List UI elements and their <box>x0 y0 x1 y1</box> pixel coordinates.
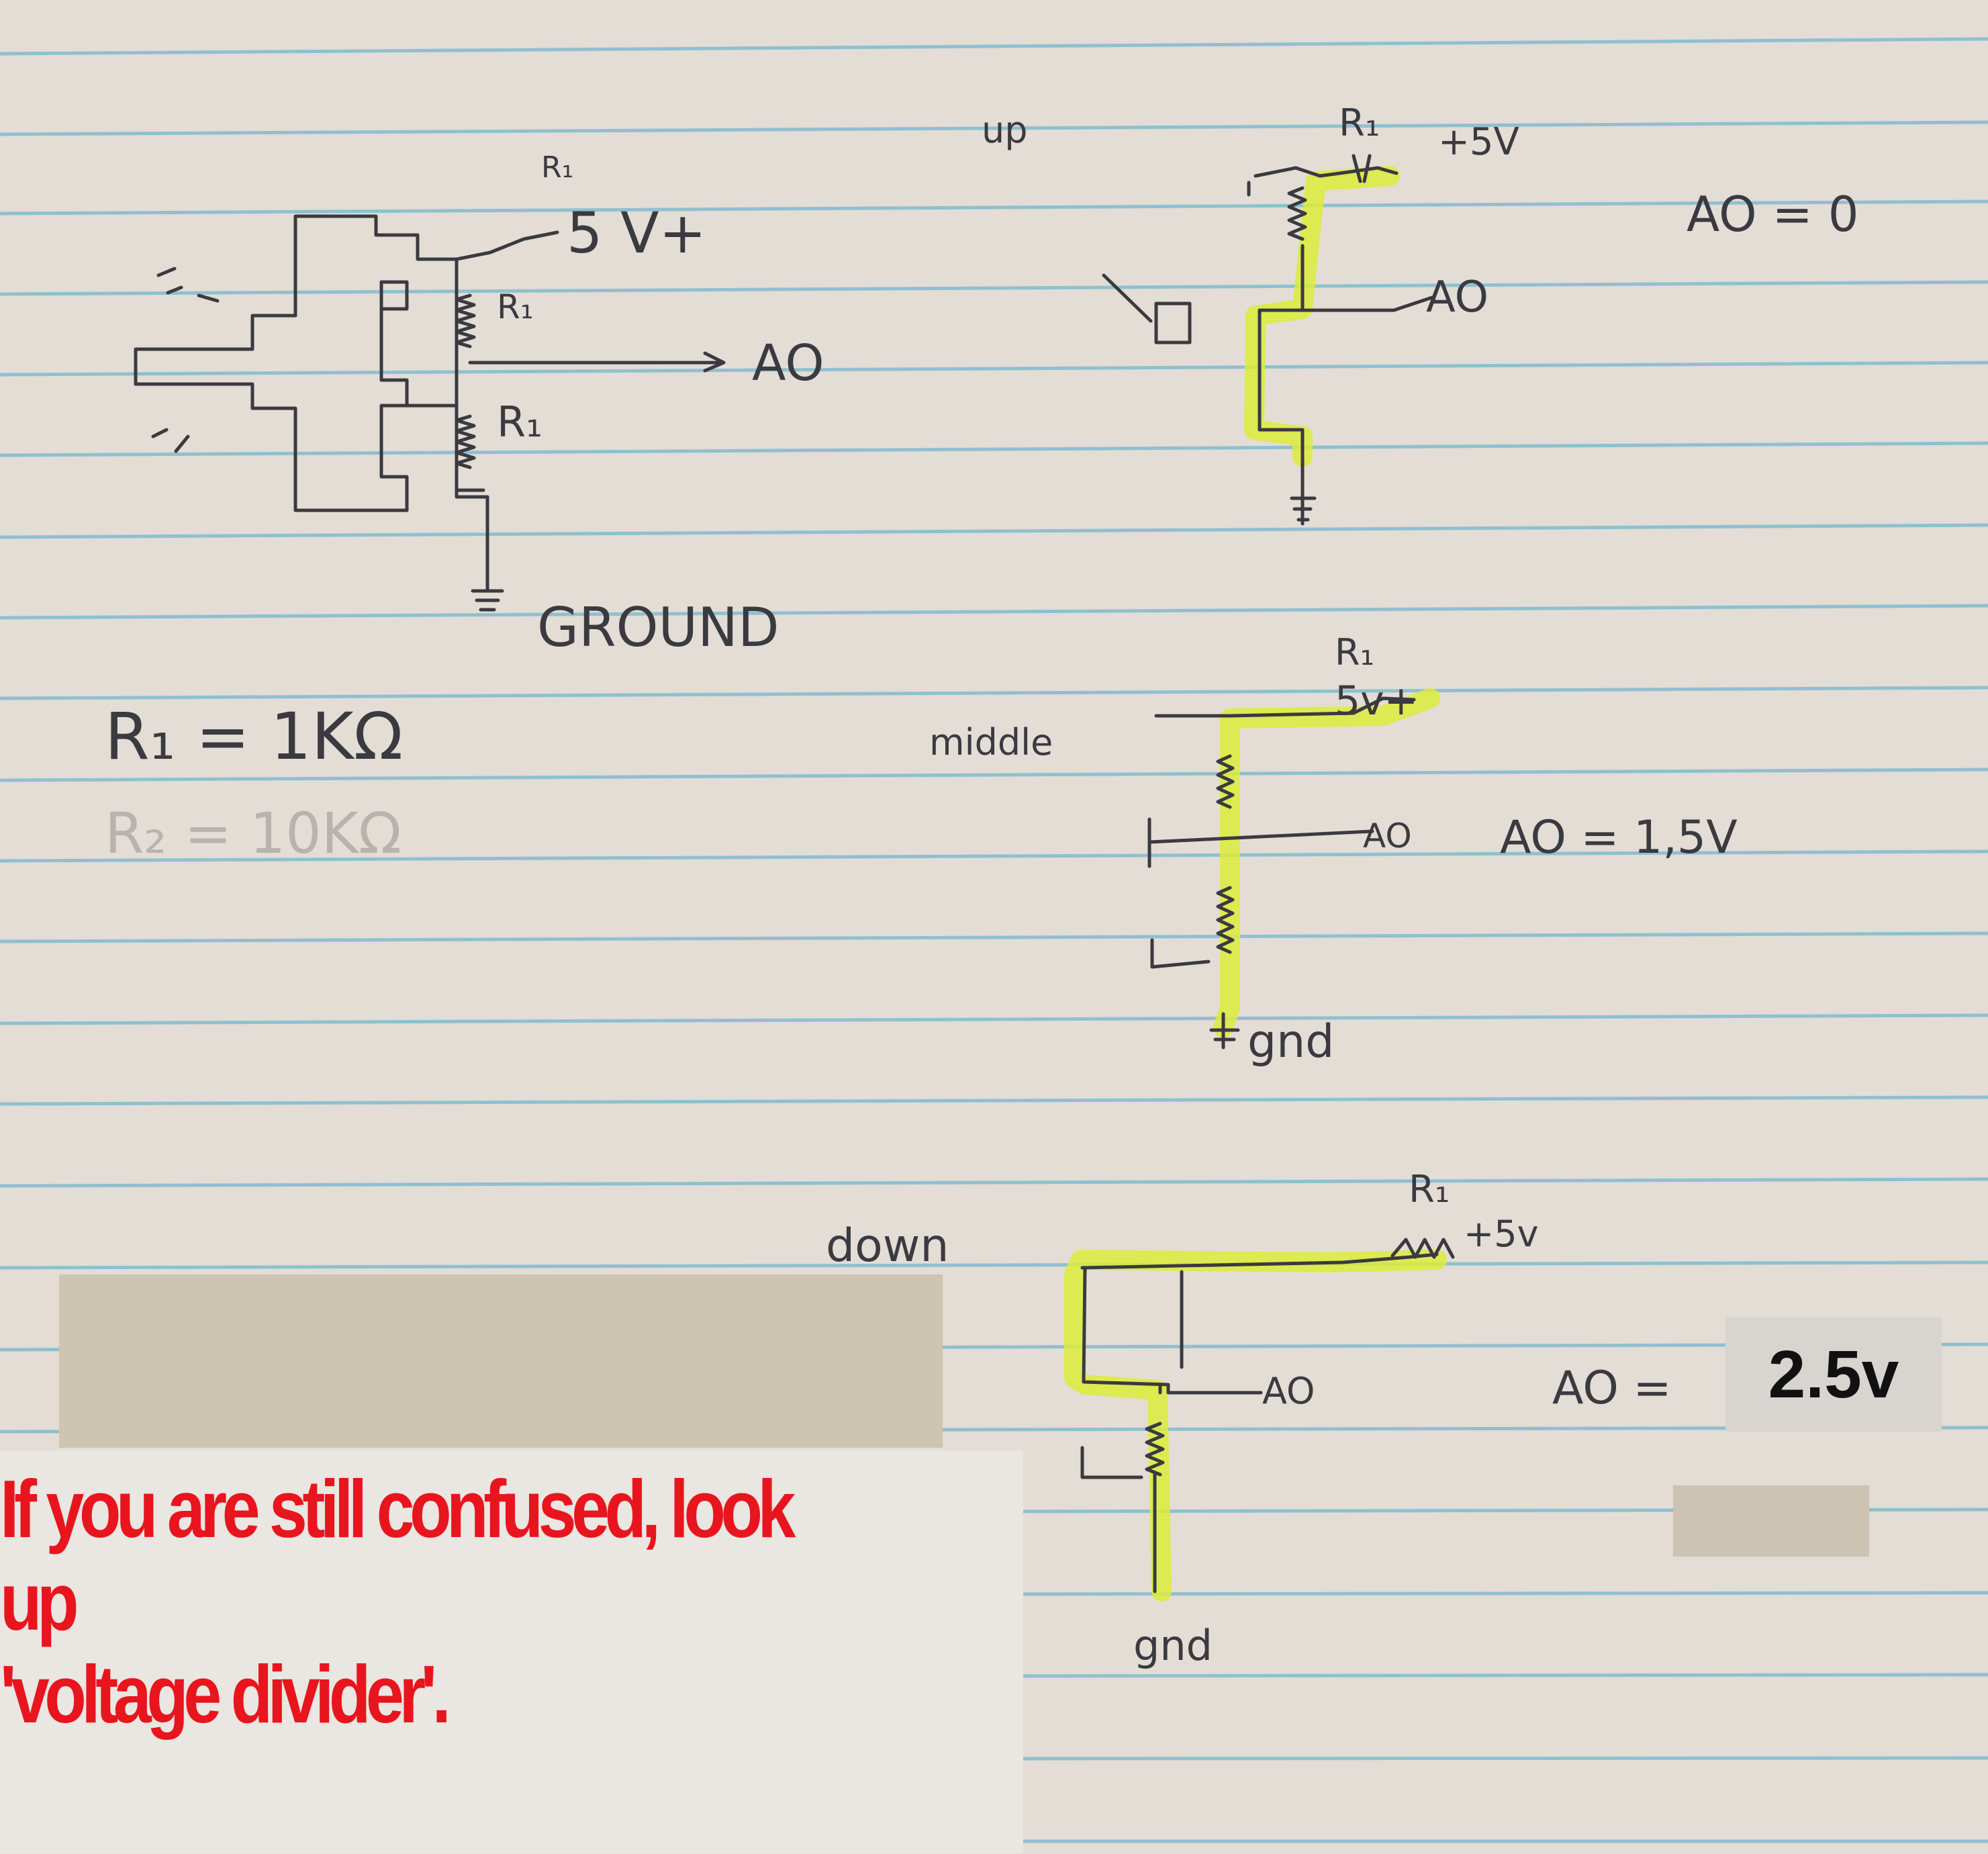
down-supply-label: +5v <box>1464 1213 1539 1255</box>
middle-ao-label: AO <box>1363 817 1412 855</box>
blank-box-left <box>59 1274 943 1448</box>
down-r-label: R₁ <box>1409 1168 1450 1211</box>
down-position-label: down <box>826 1219 949 1272</box>
middle-circuit <box>1147 688 1440 1050</box>
up-result: AO = 0 <box>1687 186 1859 242</box>
up-supply-label: +5V <box>1438 120 1519 164</box>
left-ao-label: AO <box>752 334 824 392</box>
r1-value: R₁ = 1KΩ <box>105 699 403 774</box>
down-ao-label: AO <box>1262 1370 1315 1412</box>
up-circuit <box>1102 154 1436 526</box>
left-r-mid-label: R₁ <box>497 287 534 326</box>
blank-box-right <box>1673 1485 1869 1557</box>
left-r-top-label: R₁ <box>541 150 573 185</box>
left-supply-label: 5 V+ <box>567 200 706 266</box>
up-ao-label: AO <box>1426 273 1488 322</box>
middle-supply-label: 5v+ <box>1335 678 1418 725</box>
middle-position-label: middle <box>929 721 1053 763</box>
middle-r-label: R₁ <box>1335 631 1374 674</box>
up-position-label: up <box>982 109 1028 151</box>
joystick-sketch <box>134 214 485 512</box>
down-result-value: 2.5v <box>1768 1336 1899 1412</box>
ground-label: GROUND <box>537 596 779 659</box>
down-result-prefix: AO = <box>1552 1362 1671 1415</box>
down-gnd-label: gnd <box>1133 1621 1213 1670</box>
middle-result: AO = 1,5V <box>1500 811 1738 864</box>
down-circuit <box>1064 1238 1455 1602</box>
ruled-lines <box>0 37 1988 1843</box>
left-r-bot-label: R₁ <box>497 398 542 447</box>
r2-value: R₂ = 10KΩ <box>105 800 401 866</box>
middle-gnd-label: gnd <box>1247 1015 1334 1068</box>
left-divider-circuit <box>455 230 726 612</box>
footnote-text: If you are still confused, look up 'volt… <box>0 1463 796 1740</box>
answer-box: 2.5v <box>1725 1317 1942 1432</box>
footnote-panel <box>0 1450 1023 1853</box>
up-r-label: R₁ <box>1339 101 1380 145</box>
